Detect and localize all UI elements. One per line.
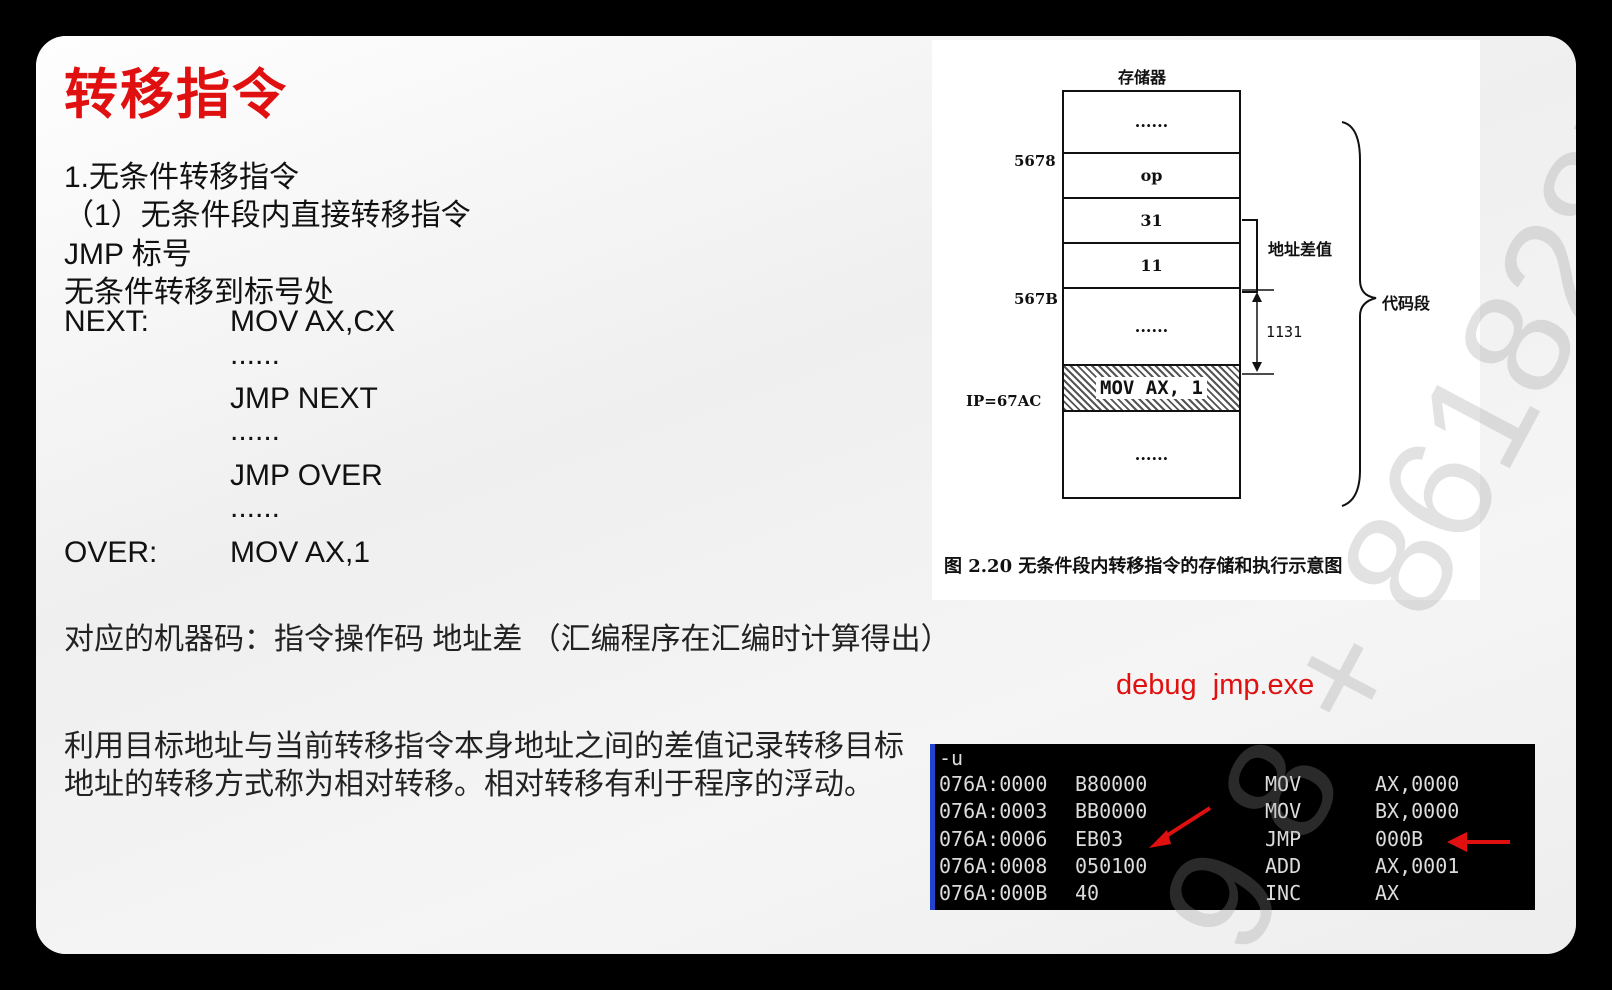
- terminal-annotations: [1149, 806, 1510, 852]
- big-brace: [1341, 121, 1377, 507]
- terminal-addr: 076A:0008: [939, 854, 1048, 878]
- text-line: 1.无条件转移指令: [64, 161, 300, 194]
- terminal-op: INC: [1265, 881, 1302, 905]
- memory-cell: op: [1064, 154, 1239, 199]
- memory-cell: ......: [1064, 92, 1239, 154]
- terminal-addr: 076A:000B: [939, 881, 1048, 905]
- brace-label: 代码段: [1382, 294, 1431, 313]
- code-instr: JMP OVER: [230, 459, 383, 492]
- explanation-paragraph: 利用目标地址与当前转移指令本身地址之间的差值记录转移目标地址的转移方式称为相对转…: [64, 730, 904, 801]
- code-instr: JMP NEXT: [230, 382, 378, 415]
- terminal-op: MOV: [1265, 772, 1302, 796]
- memory-cell: ......: [1134, 445, 1169, 464]
- current-instruction: MOV AX, 1: [1096, 377, 1207, 399]
- address-label: 5678: [1014, 152, 1056, 170]
- memory-cell: ......: [1064, 289, 1239, 366]
- machine-code-line: 对应的机器码：指令操作码 地址差 （汇编程序在汇编时计算得出）: [64, 623, 951, 656]
- memory-stack: ...... op 31 11 ...... MOV AX, 1 ......: [1062, 90, 1241, 499]
- debug-terminal: -u 076A:0000 B80000 MOV AX,0000 076A:000…: [930, 744, 1535, 910]
- text-line: （1）无条件段内直接转移指令: [64, 199, 471, 232]
- address-label: 567B: [1014, 290, 1058, 308]
- code-instr: ......: [230, 414, 281, 447]
- terminal-arg: AX,0000: [1375, 772, 1460, 796]
- diagram-title: 存储器: [1118, 68, 1167, 87]
- terminal-arg: BX,0000: [1375, 799, 1460, 823]
- terminal-arg: 000B: [1375, 827, 1424, 851]
- terminal-arg: AX: [1375, 881, 1400, 905]
- memory-cell: 31: [1064, 199, 1239, 244]
- terminal-addr: 076A:0000: [939, 772, 1048, 796]
- distance-label: 1131: [1266, 323, 1303, 341]
- code-label: OVER:: [64, 536, 158, 569]
- debug-label: debug jmp.exe: [1116, 669, 1315, 701]
- address-label: IP=67AC: [966, 392, 1042, 410]
- red-arrow-head-icon: [1149, 830, 1171, 848]
- diagram-caption: 图 2.20 无条件段内转移指令的存储和执行示意图: [944, 556, 1343, 577]
- terminal-addr: 076A:0006: [939, 827, 1048, 851]
- terminal-addr: 076A:0003: [939, 799, 1048, 823]
- code-instr: ......: [230, 338, 281, 371]
- slide: 转移指令 1.无条件转移指令 （1）无条件段内直接转移指令 JMP 标号 无条件…: [36, 36, 1576, 954]
- terminal-prompt: -u: [939, 746, 964, 770]
- red-arrow-line: [1158, 806, 1212, 842]
- terminal-hex: EB03: [1075, 827, 1124, 851]
- terminal-op: MOV: [1265, 799, 1302, 823]
- code-instr: ......: [230, 491, 281, 524]
- code-instr: MOV AX,CX: [230, 305, 396, 338]
- memory-cell-current: MOV AX, 1: [1064, 366, 1239, 412]
- terminal-op: JMP: [1265, 827, 1302, 851]
- diagram-annotations: [1242, 121, 1377, 507]
- memory-diagram: 存储器 ...... op 31 11 ...... MOV AX, 1 ...…: [932, 40, 1480, 600]
- text-line: 无条件转移到标号处: [64, 276, 334, 309]
- small-bracket: [1242, 219, 1258, 293]
- brace-label: 地址差值: [1268, 240, 1333, 259]
- arrow-up-icon: [1252, 292, 1262, 302]
- terminal-arg: AX,0001: [1375, 854, 1460, 878]
- code-label: NEXT:: [64, 305, 150, 338]
- arrow-down-icon: [1252, 362, 1262, 372]
- code-instr: MOV AX,1: [230, 536, 371, 569]
- slide-title: 转移指令: [64, 62, 288, 126]
- terminal-op: ADD: [1265, 854, 1302, 878]
- terminal-hex: B80000: [1075, 772, 1148, 796]
- memory-cell: 11: [1064, 244, 1239, 289]
- red-arrow-head-icon: [1447, 832, 1467, 852]
- terminal-hex: 40: [1075, 881, 1100, 905]
- terminal-hex: BB0000: [1075, 799, 1148, 823]
- text-line: JMP 标号: [64, 238, 192, 271]
- terminal-hex: 050100: [1075, 854, 1148, 878]
